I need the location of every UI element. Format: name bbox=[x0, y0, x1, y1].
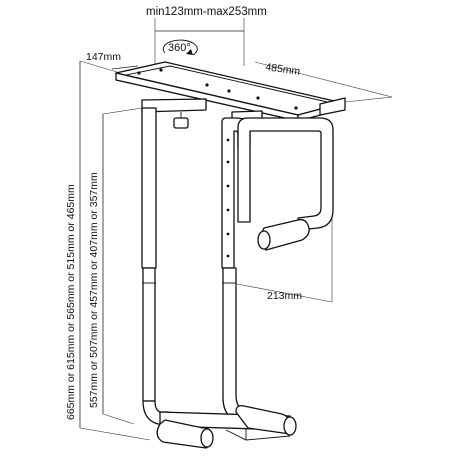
depth-ext bbox=[79, 60, 118, 73]
height-inner-ext-top bbox=[102, 107, 143, 115]
height-outer-label: 665mm or 615mm or 565mm or 515mm or 465m… bbox=[65, 184, 77, 420]
handle-loop bbox=[237, 117, 334, 231]
top-range-label: min123mm-max253mm bbox=[146, 6, 267, 18]
mounting-plate bbox=[115, 61, 346, 129]
left-arm bbox=[141, 107, 169, 425]
bottom-foot bbox=[156, 404, 297, 449]
length-ext-top bbox=[254, 61, 393, 98]
foot-rear-base bbox=[225, 429, 291, 441]
slider-end bbox=[319, 97, 346, 116]
height-inner-label: 557mm or 507mm or 457mm or 407mm or 357m… bbox=[88, 172, 100, 408]
left-arm-upper-tube bbox=[141, 107, 157, 269]
foot-pad-rear-end bbox=[283, 416, 297, 436]
right-arm-holes bbox=[226, 138, 230, 258]
handle-grip-end bbox=[257, 230, 271, 250]
adjust-knob bbox=[173, 117, 189, 129]
left-arm-lower-tube bbox=[142, 267, 156, 402]
depth-label: 147mm bbox=[86, 51, 121, 63]
handle-width-line bbox=[236, 283, 333, 303]
height-outer-ext-bottom bbox=[79, 427, 151, 441]
right-arm-lower bbox=[222, 267, 253, 425]
plate-rail bbox=[125, 65, 337, 105]
length-ext-side bbox=[344, 96, 393, 103]
rotation-icon: 360° bbox=[162, 39, 198, 56]
height-inner-ext-bottom bbox=[102, 413, 135, 425]
dimension-lines bbox=[79, 18, 393, 441]
rotation-label: 360° bbox=[168, 42, 191, 54]
length-label: 485mm bbox=[265, 61, 302, 78]
right-arm bbox=[221, 117, 334, 425]
handle-width-label: 213mm bbox=[267, 290, 302, 302]
foot-pad-front-end bbox=[200, 428, 214, 448]
plate-holes bbox=[137, 68, 298, 110]
depth-line bbox=[111, 65, 139, 70]
